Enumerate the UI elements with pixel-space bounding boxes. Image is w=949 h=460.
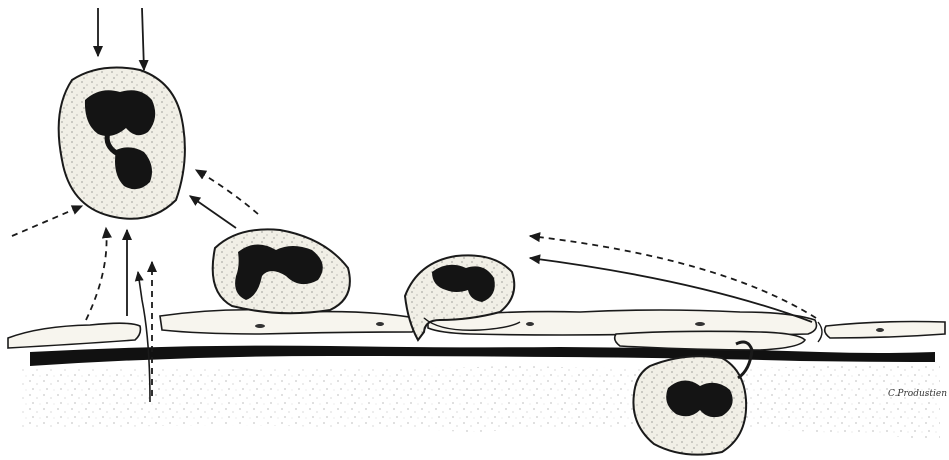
endothelial-cell-1 <box>8 323 140 348</box>
neutrophil-crawling <box>213 229 350 313</box>
neutrophil-in-tissue-body <box>59 68 185 219</box>
basement-membrane <box>30 346 935 366</box>
endothelial-cell-5 <box>825 322 945 339</box>
arrow-down-right <box>142 8 144 70</box>
neutrophil-in-tissue <box>59 68 185 219</box>
arrow-dashed-rising <box>86 228 107 320</box>
tissue-stipple-region <box>20 362 940 440</box>
endothelial-cell-4 <box>615 331 805 350</box>
artist-signature: C.Produstien '76 <box>888 389 949 399</box>
arrow-dashed-left <box>12 206 82 236</box>
arrow-from-crawling-cell <box>190 196 236 228</box>
junction-gap-right <box>818 322 822 342</box>
arrow-dashed-long <box>530 236 816 318</box>
